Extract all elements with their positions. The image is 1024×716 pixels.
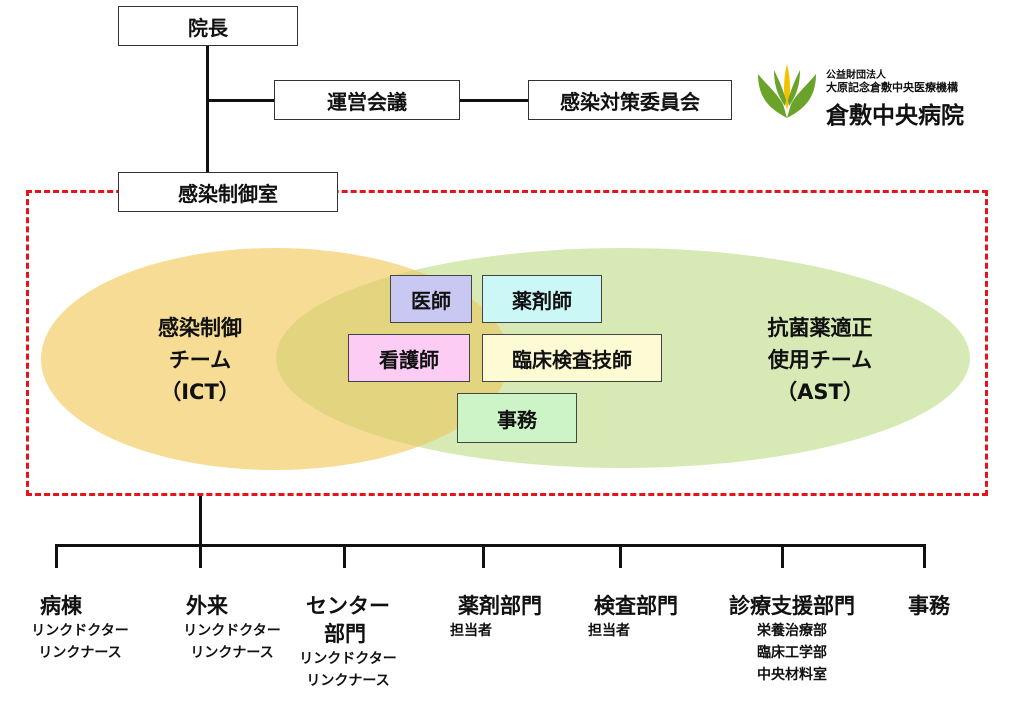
- connector-frame-to-departments: [199, 496, 202, 546]
- ast-label-line3: （AST）: [776, 380, 864, 404]
- director-box: 院長: [118, 6, 298, 46]
- ast-label-line2: 使用チーム: [767, 348, 873, 372]
- hospital-logo-icon: [758, 64, 816, 118]
- connector-pharmacy: [482, 544, 485, 568]
- role-lab-technician: 臨床検査技師: [482, 334, 662, 382]
- connector-support: [781, 544, 784, 568]
- dept-support-sub2: 臨床工学部: [757, 645, 827, 661]
- connector-departments-horizontal: [55, 544, 926, 547]
- dept-ward: 病棟 リンクドクター リンクナース: [0, 592, 160, 664]
- dept-support: 診療支援部門 栄養治療部 臨床工学部 中央材料室: [712, 592, 872, 686]
- dept-support-name: 診療支援部門: [729, 594, 855, 618]
- dept-outpatient-name: 外来: [186, 594, 228, 618]
- dept-center-name1: センター: [306, 594, 390, 618]
- role-nurse: 看護師: [348, 334, 470, 382]
- ict-label-line1: 感染制御: [158, 316, 242, 340]
- dept-pharmacy-sub1: 担当者: [450, 623, 492, 639]
- dept-ward-sub1: リンクドクター: [31, 623, 129, 639]
- infection-control-frame: [26, 190, 988, 496]
- dept-ward-name: 病棟: [40, 594, 82, 618]
- connector-to-meeting: [206, 99, 274, 102]
- ict-label-line2: チーム: [168, 348, 232, 372]
- role-admin: 事務: [457, 393, 577, 443]
- infection-control-office-box: 感染制御室: [118, 172, 338, 212]
- dept-outpatient-sub2: リンクナース: [190, 645, 274, 661]
- connector-admin: [923, 544, 926, 568]
- dept-outpatient: 外来 リンクドクター リンクナース: [152, 592, 312, 664]
- ict-label-line3: （ICT）: [160, 380, 240, 404]
- connector-center: [343, 544, 346, 568]
- dept-laboratory-name: 検査部門: [594, 594, 678, 618]
- dept-laboratory: 検査部門 担当者: [576, 592, 696, 642]
- logo-organization-label: 大原記念倉敷中央医療機構: [826, 81, 958, 94]
- dept-outpatient-sub1: リンクドクター: [183, 623, 281, 639]
- role-pharmacist: 薬剤師: [482, 275, 602, 323]
- connector-ward: [55, 544, 58, 568]
- ast-label: 抗菌薬適正 使用チーム （AST）: [730, 312, 910, 408]
- connector-laboratory: [619, 544, 622, 568]
- dept-laboratory-sub1: 担当者: [588, 623, 630, 639]
- dept-center-name2: 部門: [324, 622, 366, 646]
- role-doctor: 医師: [390, 275, 472, 323]
- logo-foundation-label: 公益財団法人: [826, 70, 886, 81]
- connector-meeting-committee: [460, 99, 528, 102]
- dept-pharmacy: 薬剤部門 担当者: [440, 592, 560, 642]
- dept-admin-name: 事務: [908, 594, 950, 618]
- dept-admin: 事務: [884, 592, 974, 620]
- management-meeting-box: 運営会議: [274, 80, 460, 120]
- dept-ward-sub2: リンクナース: [38, 645, 122, 661]
- logo-hospital-name: 倉敷中央病院: [826, 103, 964, 129]
- connector-director-office: [206, 46, 209, 174]
- dept-center-sub2: リンクナース: [306, 673, 390, 689]
- dept-support-sub1: 栄養治療部: [757, 623, 827, 639]
- ict-label: 感染制御 チーム （ICT）: [110, 312, 290, 408]
- dept-center-sub1: リンクドクター: [299, 651, 397, 667]
- dept-support-sub3: 中央材料室: [757, 667, 827, 683]
- infection-committee-box: 感染対策委員会: [528, 80, 732, 120]
- connector-outpatient: [199, 544, 202, 568]
- dept-center: センター 部門 リンクドクター リンクナース: [288, 592, 408, 692]
- ast-label-line1: 抗菌薬適正: [767, 316, 873, 340]
- dept-pharmacy-name: 薬剤部門: [458, 594, 542, 618]
